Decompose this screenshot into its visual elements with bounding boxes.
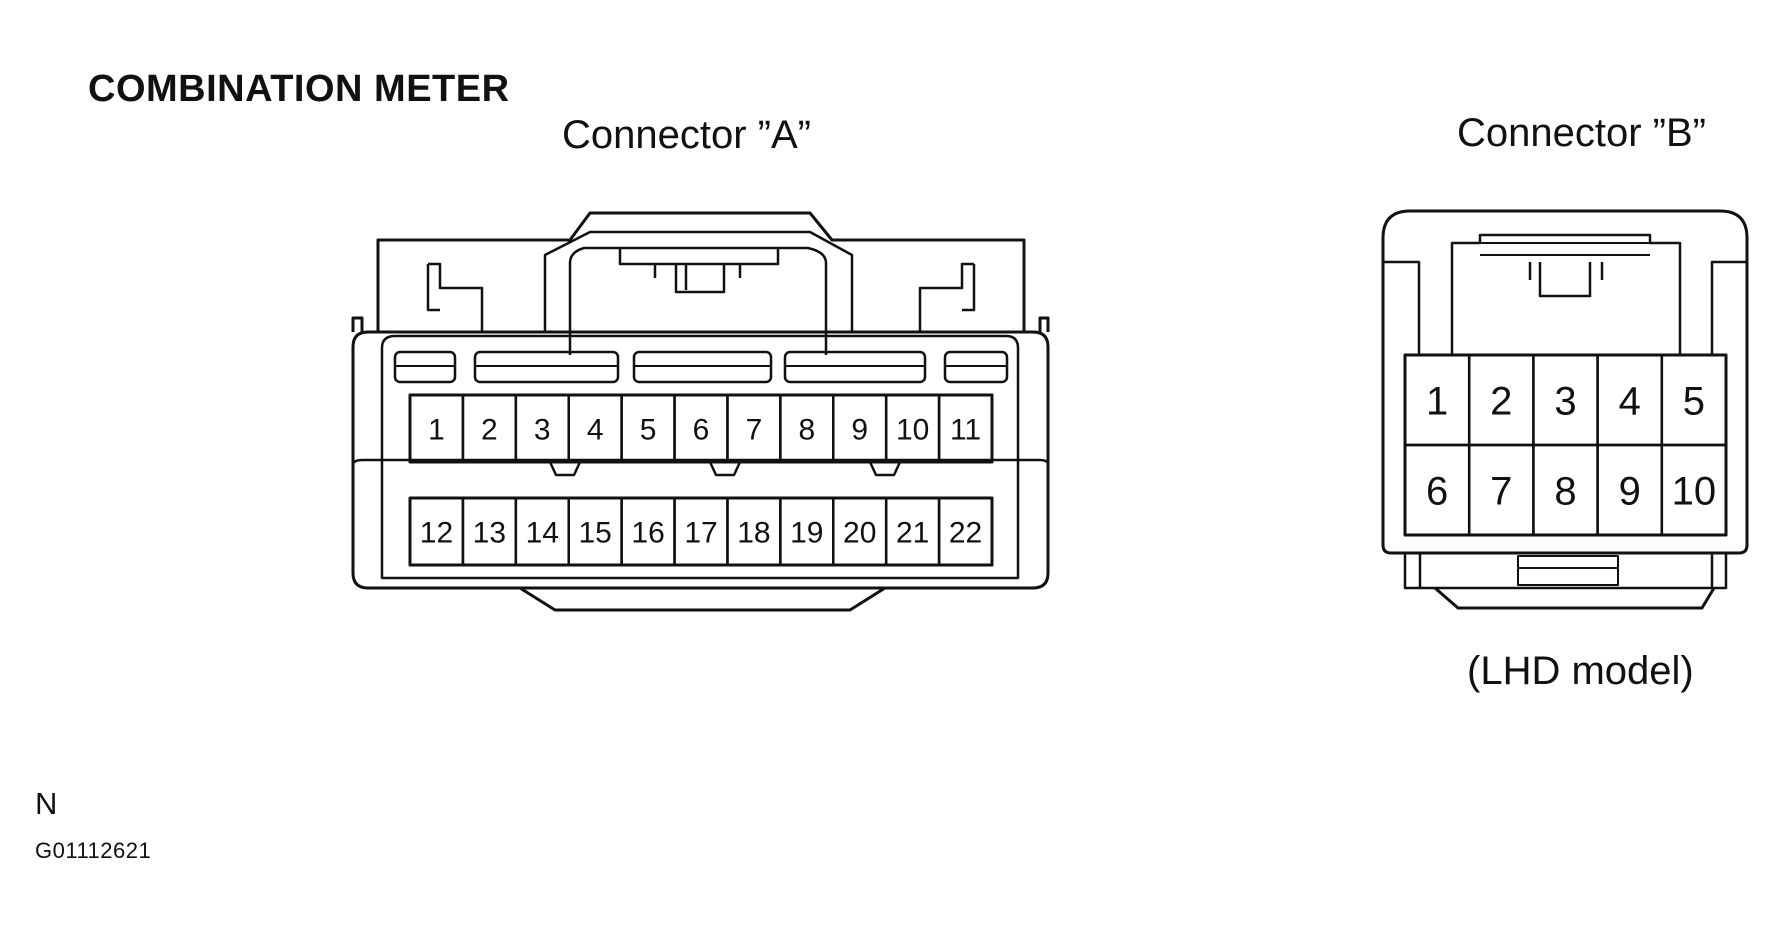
- connector-a-pin-label: 20: [843, 516, 876, 549]
- connector-a-pin-label: 19: [790, 516, 823, 549]
- connector-a-key-3: [868, 461, 902, 477]
- figure-code: G01112621: [35, 838, 152, 863]
- connector-a-pin-11: [937, 393, 994, 464]
- connector-b-bottom-tab: [1434, 586, 1716, 610]
- connector-a-pin-label: 6: [693, 413, 710, 446]
- connector-b-pin-label: 5: [1683, 379, 1705, 423]
- connector-a-pin-label: 5: [640, 413, 657, 446]
- connector-b-foot-center: [1517, 555, 1619, 586]
- connector-b-pin-label: 7: [1490, 469, 1512, 513]
- connector-b-inner-top: [1383, 260, 1747, 355]
- connector-a-pin-label: 7: [746, 413, 763, 446]
- connector-b-pin-label: 3: [1554, 379, 1576, 423]
- connector-b-lock: [1450, 233, 1682, 355]
- connector-b-pin-label: 10: [1672, 469, 1717, 513]
- diagram-title: COMBINATION METER: [88, 68, 510, 110]
- footer-letter: N: [35, 786, 58, 821]
- connector-a-lock-inner: [568, 246, 828, 355]
- connector-a-pin-label: 13: [473, 516, 506, 549]
- connector-a-pin-label: 14: [526, 516, 559, 549]
- connector-a-lock-latch: [674, 264, 726, 294]
- connector-a-pin-label: 4: [587, 413, 604, 446]
- connector-a-pin-label: 11: [950, 413, 981, 446]
- connector-a-pin-22: [937, 496, 994, 567]
- connector-a-pin-label: 21: [896, 516, 929, 549]
- connector-a-bottom-tab: [519, 586, 886, 612]
- connector-b-lock-line: [1480, 242, 1650, 256]
- connector-a-upper-housing: [376, 211, 1026, 332]
- connector-a-pin-label: 8: [798, 413, 815, 446]
- connector-a-divider: [352, 458, 1050, 464]
- connector-a-pin-label: 15: [578, 516, 611, 549]
- connector-a-pin-label: 2: [481, 413, 498, 446]
- connector-a-pin-label: 16: [631, 516, 664, 549]
- connector-a-pin-label: 22: [949, 516, 982, 549]
- connector-a-left-latch: [426, 262, 484, 332]
- connector-b-pin-label: 2: [1490, 379, 1512, 423]
- connector-b-note: (LHD model): [1467, 649, 1694, 693]
- connector-a-pin-label: 9: [851, 413, 868, 446]
- connector-a-pin-label: 17: [684, 516, 717, 549]
- connector-a-right-flange: [1038, 316, 1050, 332]
- connector-a-pin-label: 12: [420, 516, 453, 549]
- connector-b-pin-label: 6: [1426, 469, 1448, 513]
- connector-a-lock-outer: [543, 230, 854, 332]
- connector-a-pin-label: 10: [896, 413, 929, 446]
- connector-b-caption: Connector ”B”: [1457, 111, 1706, 155]
- connector-a-pin-label: 3: [534, 413, 551, 446]
- connector-b-pin-label: 9: [1619, 469, 1641, 513]
- connector-a-inner-body: [380, 334, 1020, 580]
- connector-a-key-1: [548, 461, 582, 477]
- connector-a-key-2: [708, 461, 742, 477]
- connector-a-body: [351, 330, 1050, 590]
- connector-a-caption: Connector ”A”: [562, 113, 811, 157]
- connector-a-pin-label: 1: [428, 413, 445, 446]
- connector-b-pin-label: 1: [1426, 379, 1448, 423]
- connector-b-foot: [1403, 553, 1728, 590]
- connector-a-left-flange: [351, 316, 364, 332]
- connector-b-pin-label: 4: [1619, 379, 1641, 423]
- connector-a-right-latch: [918, 262, 976, 332]
- connector-b-body: [1381, 209, 1749, 555]
- connector-b-lock-latch: [1538, 262, 1592, 298]
- connector-a-pin-label: 18: [737, 516, 770, 549]
- connector-b-pin-10: [1660, 443, 1728, 537]
- connector-b-pin-label: 8: [1554, 469, 1576, 513]
- connector-a-lock-center: [618, 248, 780, 290]
- connector-b-lock-ticks: [1528, 262, 1604, 280]
